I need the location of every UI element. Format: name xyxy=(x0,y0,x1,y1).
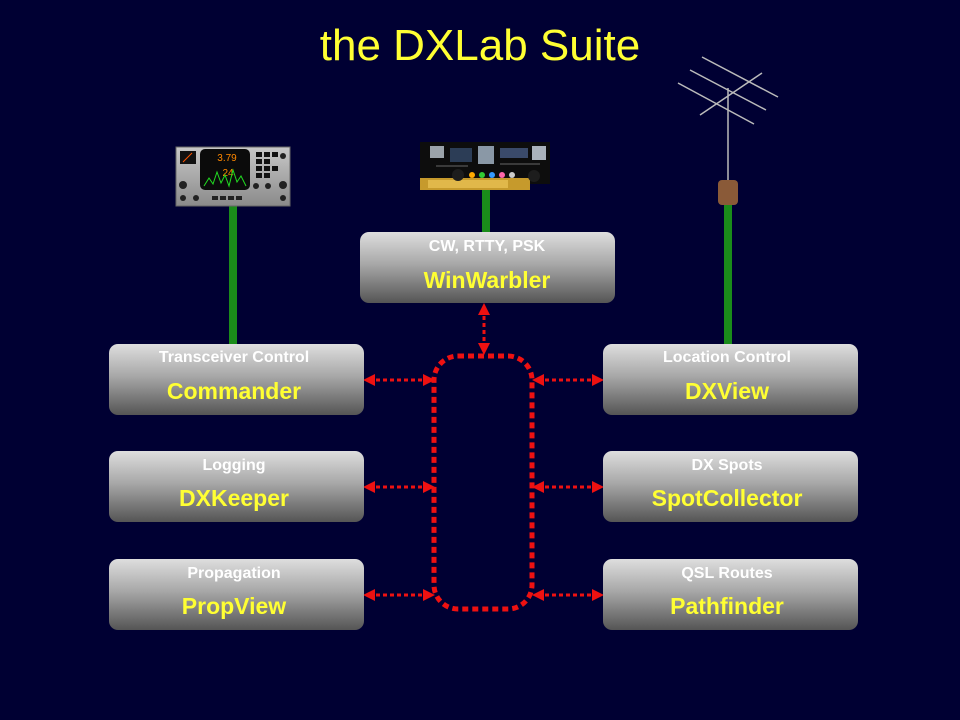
app-name: WinWarbler xyxy=(424,267,551,293)
communication-bus xyxy=(431,353,535,612)
app-role: Propagation xyxy=(187,565,280,582)
app-role: Location Control xyxy=(663,349,791,366)
app-role: DX Spots xyxy=(691,457,762,474)
app-box-spotcollector: DX Spots SpotCollector xyxy=(603,451,858,522)
transceiver-buttons xyxy=(212,196,242,200)
transceiver-display-value: 24 xyxy=(222,168,234,179)
app-name: SpotCollector xyxy=(652,485,803,511)
app-name: PropView xyxy=(182,593,286,619)
app-box-dxkeeper: Logging DXKeeper xyxy=(109,451,364,522)
app-box-winwarbler: CW, RTTY, PSK WinWarbler xyxy=(360,232,615,303)
app-role: Transceiver Control xyxy=(159,349,309,366)
antenna-icon xyxy=(677,56,779,205)
transceiver-frequency: 3.79 xyxy=(217,153,237,164)
app-name: Pathfinder xyxy=(670,593,784,619)
app-box-pathfinder: QSL Routes Pathfinder xyxy=(603,559,858,630)
app-role: Logging xyxy=(202,457,265,474)
app-name: Commander xyxy=(167,378,301,404)
page-title: the DXLab Suite xyxy=(320,21,640,70)
app-box-commander: Transceiver Control Commander xyxy=(109,344,364,415)
transceiver-spectrum xyxy=(203,168,247,188)
transceiver-keypad xyxy=(256,152,278,178)
app-name: DXView xyxy=(685,378,769,404)
app-name: DXKeeper xyxy=(179,485,289,511)
soundcard-icon xyxy=(420,142,550,190)
app-box-dxview: Location Control DXView xyxy=(603,344,858,415)
transceiver-icon: 3.79 24 xyxy=(175,146,291,207)
app-box-propview: Propagation PropView xyxy=(109,559,364,630)
antenna-connector-icon xyxy=(718,180,738,205)
app-role: QSL Routes xyxy=(681,565,772,582)
bus-connectors xyxy=(363,303,604,601)
app-role: CW, RTTY, PSK xyxy=(429,238,546,255)
device-links xyxy=(229,190,732,344)
transceiver-display xyxy=(200,149,250,190)
